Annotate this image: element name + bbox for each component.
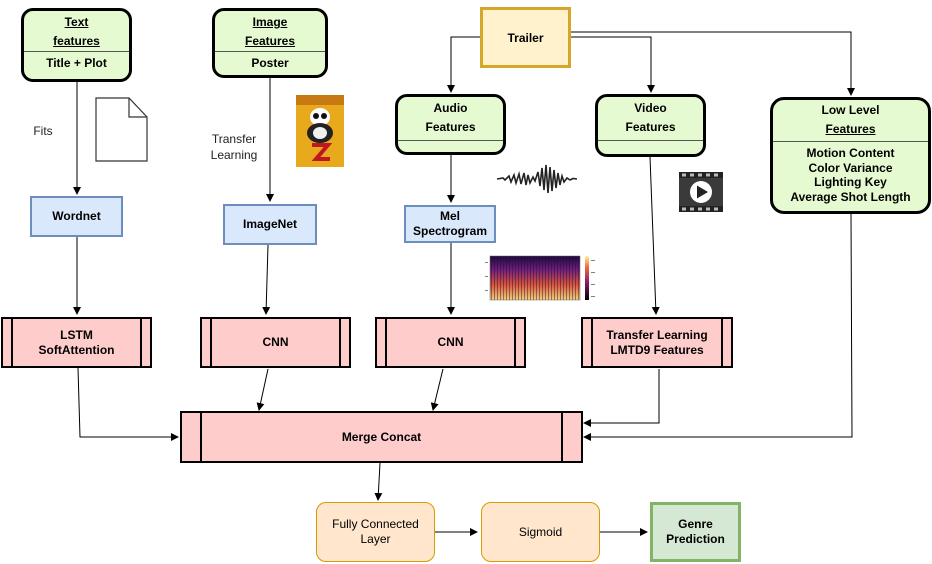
audio-features-title-2: Features xyxy=(425,120,476,134)
fully-connected-node: Fully Connected Layer xyxy=(316,502,435,562)
mel-label-2: Spectrogram xyxy=(412,224,488,238)
merge-concat-node: Merge Concat xyxy=(180,411,583,463)
fc-label-2: Layer xyxy=(360,532,391,546)
edge-label-fits-text: Fits xyxy=(33,124,53,138)
edge-cnn-image-to-merge xyxy=(256,368,269,411)
lstm-node: LSTM SoftAttention xyxy=(1,317,152,368)
movie-poster-image xyxy=(296,95,344,167)
text-features-sub: Title + Plot xyxy=(24,51,129,73)
lstm-label-2: SoftAttention xyxy=(38,342,115,357)
edge-trailer-to-lowlevel xyxy=(571,31,855,96)
fc-label-1: Fully Connected xyxy=(332,517,419,531)
genre-prediction-node: Genre Prediction xyxy=(650,502,741,562)
image-features-title-1: Image xyxy=(252,15,288,29)
text-features-node: Text features Title + Plot xyxy=(21,8,132,82)
video-features-title-1: Video xyxy=(634,101,667,115)
audio-waveform-image xyxy=(497,164,577,194)
edge-lowlevel-to-merge xyxy=(583,213,853,441)
cnn-audio-label: CNN xyxy=(437,335,464,349)
edge-trailer-to-audio xyxy=(447,36,480,93)
genre-label-2: Prediction xyxy=(666,532,725,546)
image-features-sub: Poster xyxy=(215,51,325,73)
transfer-label-1: Transfer Learning xyxy=(606,327,708,342)
sigmoid-label: Sigmoid xyxy=(518,524,563,539)
low-level-item-0: Motion Content xyxy=(806,146,895,160)
edge-lstm-to-merge xyxy=(77,367,179,441)
document-icon xyxy=(95,97,148,162)
text-features-title-1: Text xyxy=(64,15,89,29)
edge-merge-to-fc xyxy=(374,462,383,501)
edge-transfer-to-merge xyxy=(583,369,660,427)
audio-features-title-1: Audio xyxy=(433,101,468,115)
mel-spectrogram-node: Mel Spectrogram xyxy=(404,205,496,243)
video-features-node: Video Features xyxy=(595,94,706,157)
trailer-label: Trailer xyxy=(507,30,544,45)
image-features-title-2: Features xyxy=(244,34,296,48)
genre-label-1: Genre xyxy=(678,517,713,531)
merge-label: Merge Concat xyxy=(341,429,422,444)
low-level-title-1: Low Level xyxy=(821,103,880,117)
edge-cnn-audio-to-merge xyxy=(430,368,444,411)
sigmoid-node: Sigmoid xyxy=(481,502,600,562)
trailer-node: Trailer xyxy=(480,7,571,68)
edge-trailer-to-video xyxy=(571,36,655,93)
image-features-node: Image Features Poster xyxy=(212,8,328,78)
audio-features-node: Audio Features xyxy=(395,94,506,155)
spectrogram-image xyxy=(485,255,595,301)
transfer-learning-node: Transfer Learning LMTD9 Features xyxy=(581,317,733,368)
edge-label-transfer-2: Learning xyxy=(210,148,258,162)
lstm-label-1: LSTM xyxy=(60,327,93,342)
low-level-item-1: Color Variance xyxy=(808,160,893,175)
cnn-image-label: CNN xyxy=(262,335,289,349)
low-level-item-3: Average Shot Length xyxy=(790,189,911,204)
video-features-title-2: Features xyxy=(625,120,676,134)
edge-label-transfer-learning: Transfer Learning xyxy=(205,131,263,163)
low-level-features-node: Low Level Features Motion Content Color … xyxy=(770,97,931,214)
edge-imagenet-to-cnn xyxy=(262,244,271,315)
wordnet-label: Wordnet xyxy=(52,209,101,223)
edge-video-to-transfer xyxy=(649,156,660,315)
cnn-image-node: CNN xyxy=(200,317,351,368)
edge-label-fits: Fits xyxy=(28,123,58,139)
transfer-label-2: LMTD9 Features xyxy=(610,342,704,357)
text-features-title-2: features xyxy=(53,34,100,48)
edge-label-transfer-1: Transfer xyxy=(211,132,257,146)
wordnet-node: Wordnet xyxy=(30,196,123,237)
imagenet-label: ImageNet xyxy=(242,217,298,231)
imagenet-node: ImageNet xyxy=(223,204,317,245)
low-level-title-2: Features xyxy=(825,122,876,136)
video-play-icon xyxy=(679,172,723,212)
low-level-item-2: Lighting Key xyxy=(814,175,887,189)
mel-label-1: Mel xyxy=(439,209,460,223)
cnn-audio-node: CNN xyxy=(375,317,526,368)
